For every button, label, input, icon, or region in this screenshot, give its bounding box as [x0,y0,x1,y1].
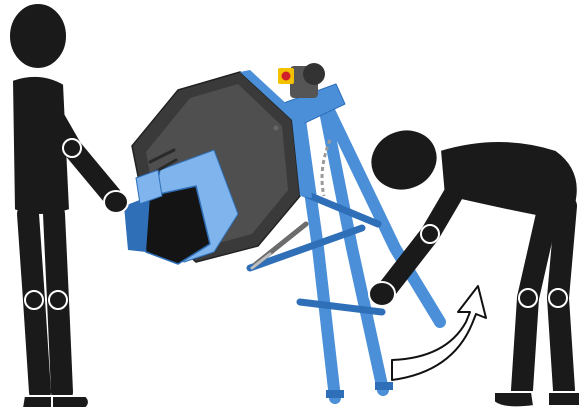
motor-cap [303,63,325,85]
standing-person-knee-back [24,290,44,310]
standing-person-head [8,2,68,70]
chute-flap [135,169,163,205]
bending-person-hand [368,281,396,307]
bending-person-upper-arm [420,166,474,244]
standing-person-thigh-back [17,203,45,311]
frame-leg-right [316,90,446,328]
gas-spring [250,221,309,270]
discharge-chute [124,148,239,265]
standing-person-icon [8,2,129,409]
chain-links [320,139,332,197]
blue-frame [246,83,446,404]
safety-chain [320,139,332,197]
chute-side-plate [124,196,150,252]
bending-person-foot-front [493,391,536,409]
standing-person-elbow-joint [62,138,82,158]
bending-person-forearm [378,224,440,298]
frame-foot-rear [375,382,393,390]
bending-person-knee-back [548,288,568,308]
standing-person-foot-front [51,395,90,409]
bending-person-thigh-back [547,195,577,309]
frame-brace-lower [246,224,366,272]
standing-person-hand [103,190,129,214]
gas-spring-piston [250,252,272,270]
bending-person-elbow-joint [420,224,440,244]
standing-person-forearm [62,138,122,206]
standing-person-upper-arm [30,82,82,158]
arrow-shape [391,285,487,381]
bending-person-icon [368,128,581,409]
frame-foot-bar [296,298,386,316]
standing-person-thigh-front [43,203,69,311]
bending-person-thigh-front [517,199,559,309]
standing-person-shin-front [47,289,73,403]
standing-person-knee-front [48,290,68,310]
curved-lift-arrow-icon [391,285,487,381]
tilting-drum-machine [124,63,446,404]
drum-bolt [273,125,279,131]
bending-person-torso [438,140,579,218]
standing-person-shin-back [23,289,51,403]
bending-person-shin-front [511,287,539,401]
frame-foot-left [326,390,344,398]
bending-person-foot-back [547,391,581,407]
bending-person-head [369,128,439,192]
emergency-stop-button[interactable] [281,71,291,81]
motor-switch [278,63,325,98]
standing-person-foot-back [20,395,53,409]
drum-rim-band [240,70,304,120]
bending-person-knee-front [518,288,538,308]
bending-person-shin-back [547,287,575,401]
drum-rim-band-side [292,120,312,198]
frame-leg-rear [316,90,389,396]
